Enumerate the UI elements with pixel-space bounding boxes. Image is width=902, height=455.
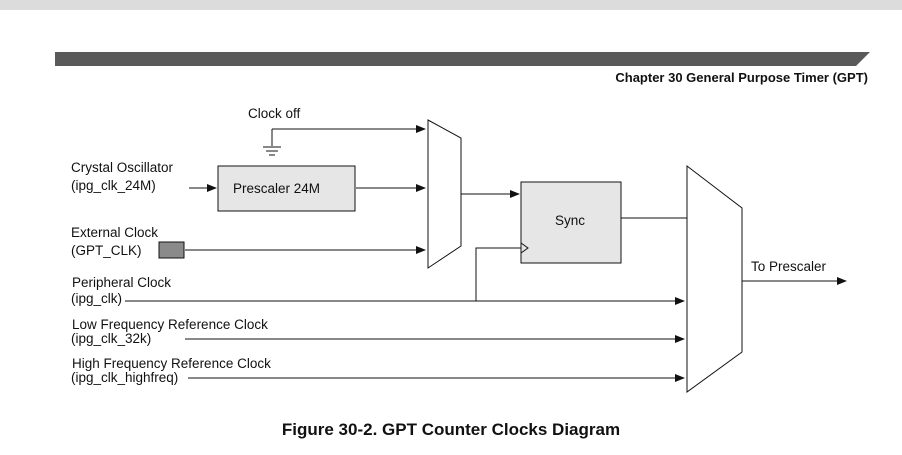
high-freq-signal-label: (ipg_clk_highfreq): [71, 370, 178, 385]
external-clock-pad: [158, 241, 185, 259]
peripheral-clock-label: Peripheral Clock: [72, 275, 171, 290]
low-freq-clock-label: Low Frequency Reference Clock: [72, 317, 268, 332]
crystal-oscillator-label: Crystal Oscillator: [71, 160, 174, 175]
sync-label: Sync: [555, 213, 585, 228]
prescaler-24m-block: [217, 165, 356, 212]
low-freq-signal-label: (ipg_clk_32k): [71, 331, 151, 346]
output-mux: [686, 164, 743, 393]
figure-caption: Figure 30-2. GPT Counter Clocks Diagram: [281, 420, 621, 439]
prescaler-24m-label: Prescaler 24M: [233, 181, 320, 196]
chapter-title: Chapter 30 General Purpose Timer (GPT): [615, 70, 868, 85]
external-signal-label: (GPT_CLK): [71, 243, 142, 258]
sync-clock-input-marker: [520, 242, 529, 254]
crystal-signal-label: (ipg_clk_24M): [71, 178, 156, 193]
ground-symbol: [263, 125, 426, 156]
clock-off-label: Clock off: [248, 106, 301, 121]
chapter-header-bar: [55, 52, 870, 66]
external-clock-label: External Clock: [71, 225, 158, 240]
to-prescaler-label: To Prescaler: [751, 259, 827, 274]
sync-block: [520, 181, 622, 264]
top-rule: [0, 0, 902, 10]
peripheral-signal-label: (ipg_clk): [71, 291, 122, 306]
high-freq-clock-label: High Frequency Reference Clock: [72, 356, 271, 371]
input-mux: [427, 119, 462, 269]
